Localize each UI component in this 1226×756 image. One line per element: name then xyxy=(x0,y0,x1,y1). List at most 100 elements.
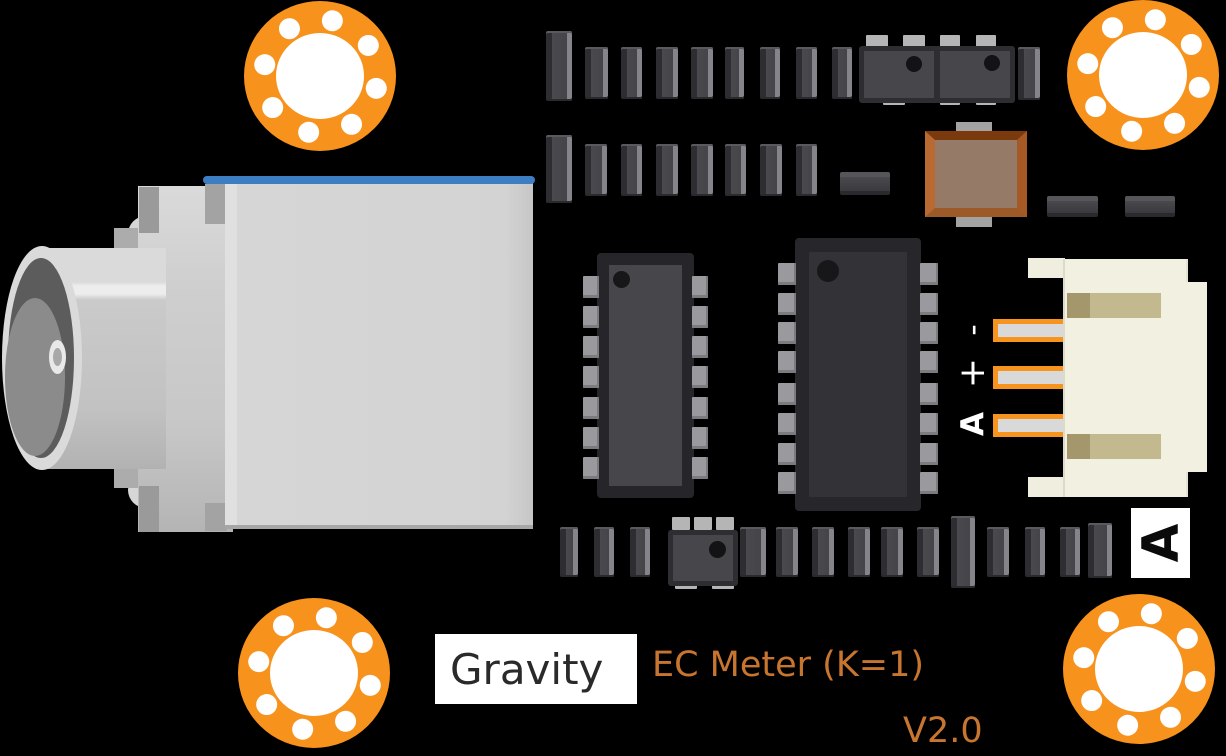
smd-chip-component xyxy=(594,527,614,577)
mounting-hole-center xyxy=(270,630,358,716)
mounting-hole-center xyxy=(1095,626,1183,712)
smd-chip-component xyxy=(585,144,607,196)
gravity-logo-text: Gravity xyxy=(450,644,604,694)
mounting-hole-dot xyxy=(357,672,383,698)
ic-pin xyxy=(583,336,599,358)
ic-pin xyxy=(583,276,599,298)
smd-chip-component xyxy=(796,47,817,99)
version-label: V2.0 xyxy=(903,711,983,751)
smd-chip-component xyxy=(1088,523,1112,578)
smd-chip-component xyxy=(987,527,1009,577)
ic-pin xyxy=(920,322,938,344)
mounting-hole-dot xyxy=(245,648,271,674)
bnc-face-inner xyxy=(5,298,65,456)
ic-pin xyxy=(920,383,938,405)
mounting-hole-dot xyxy=(289,716,315,742)
ic-pin xyxy=(583,427,599,449)
mounting-hole-bottom-right xyxy=(1063,594,1215,744)
mounting-hole-dot xyxy=(295,119,321,145)
smd-chip-component xyxy=(796,144,817,196)
ic-pin xyxy=(583,366,599,388)
ic-pin xyxy=(778,472,796,494)
jst-housing-step xyxy=(1186,282,1207,472)
smd-chip-component xyxy=(812,527,834,577)
mounting-hole-dot xyxy=(319,7,345,33)
jst-pin-plus xyxy=(993,366,1065,389)
ic-pin xyxy=(692,276,708,298)
bnc-body-step-bottom xyxy=(205,503,227,531)
smd-chip-component xyxy=(546,135,572,203)
smd-chip-component xyxy=(776,527,798,577)
mounting-hole-dot xyxy=(1182,668,1208,694)
ic-chip-16pin xyxy=(778,238,938,511)
bnc-flange-notch-top xyxy=(139,187,159,233)
smd-chip-component xyxy=(546,31,572,101)
jst-tab-top xyxy=(1028,258,1065,278)
bnc-body xyxy=(225,183,533,529)
ic-pin xyxy=(692,336,708,358)
smd-chip-component xyxy=(585,47,608,99)
smd-chip-component xyxy=(691,47,713,99)
pin-label-minus: - xyxy=(953,324,991,336)
smd-chip-component xyxy=(656,144,678,196)
mounting-hole-dot xyxy=(1070,644,1096,670)
pin1-marker-dot xyxy=(984,55,1000,71)
smd-chip-component xyxy=(848,527,870,577)
ic-pin xyxy=(692,306,708,328)
jst-slot-bottom xyxy=(1067,434,1161,459)
pin1-marker-dot xyxy=(613,271,630,288)
ic-pin xyxy=(583,306,599,328)
mounting-hole-dot xyxy=(313,604,339,630)
ic-pin xyxy=(920,263,938,285)
smd-chip-component xyxy=(725,144,746,196)
ic-pin xyxy=(692,366,708,388)
ic-pin xyxy=(692,427,708,449)
ic-pin xyxy=(692,457,708,479)
pin1-marker-dot xyxy=(709,541,726,558)
smd-chip-component xyxy=(1047,196,1098,217)
smd-chip-component xyxy=(621,47,642,99)
jst-slot-top xyxy=(1067,293,1161,318)
mounting-hole-dot xyxy=(1118,118,1144,144)
ic-pin xyxy=(778,383,796,405)
analog-port-letter: A xyxy=(1131,523,1190,563)
smd-chip-component xyxy=(656,47,678,99)
smd-chip-component xyxy=(630,527,650,577)
ic-pin xyxy=(778,413,796,435)
jst-tab-bottom xyxy=(1028,477,1065,497)
jst-connector xyxy=(1028,258,1208,498)
smd-chip-component xyxy=(740,527,766,577)
smd-chip-component xyxy=(917,527,939,577)
transistor-sot23-bottom xyxy=(660,517,738,589)
smd-chip-component xyxy=(1018,47,1040,100)
mounting-hole-top-left xyxy=(244,1,396,151)
ic-pin xyxy=(920,413,938,435)
ic-pin xyxy=(778,443,796,465)
mounting-hole-dot xyxy=(363,75,389,101)
smd-chip-component xyxy=(760,144,782,196)
product-name-label: EC Meter (K=1) xyxy=(652,645,925,685)
analog-port-badge: A xyxy=(1131,508,1190,578)
bnc-center-pin-hole xyxy=(53,348,62,366)
ic-pin xyxy=(692,397,708,419)
mounting-hole-center xyxy=(1099,32,1187,118)
transistor-sot23-top-1 xyxy=(854,35,939,105)
bnc-blue-stripe xyxy=(203,176,535,184)
smd-chip-component xyxy=(691,144,713,196)
ic-pin xyxy=(920,472,938,494)
smd-chip-component xyxy=(1060,527,1080,577)
ic-pin xyxy=(778,293,796,315)
mounting-hole-dot xyxy=(1186,74,1212,100)
mounting-hole-bottom-left xyxy=(238,598,390,748)
mounting-hole-dot xyxy=(251,51,277,77)
pin-label-plus: + xyxy=(951,357,993,389)
smd-chip-component xyxy=(881,527,903,577)
pin-label-analog: A xyxy=(955,412,991,436)
ic-pin xyxy=(778,263,796,285)
pin1-marker-dot xyxy=(906,56,922,72)
mounting-hole-center xyxy=(276,33,364,119)
ic-pin xyxy=(778,322,796,344)
smd-chip-component xyxy=(1125,196,1175,217)
smd-chip-component xyxy=(840,172,890,195)
